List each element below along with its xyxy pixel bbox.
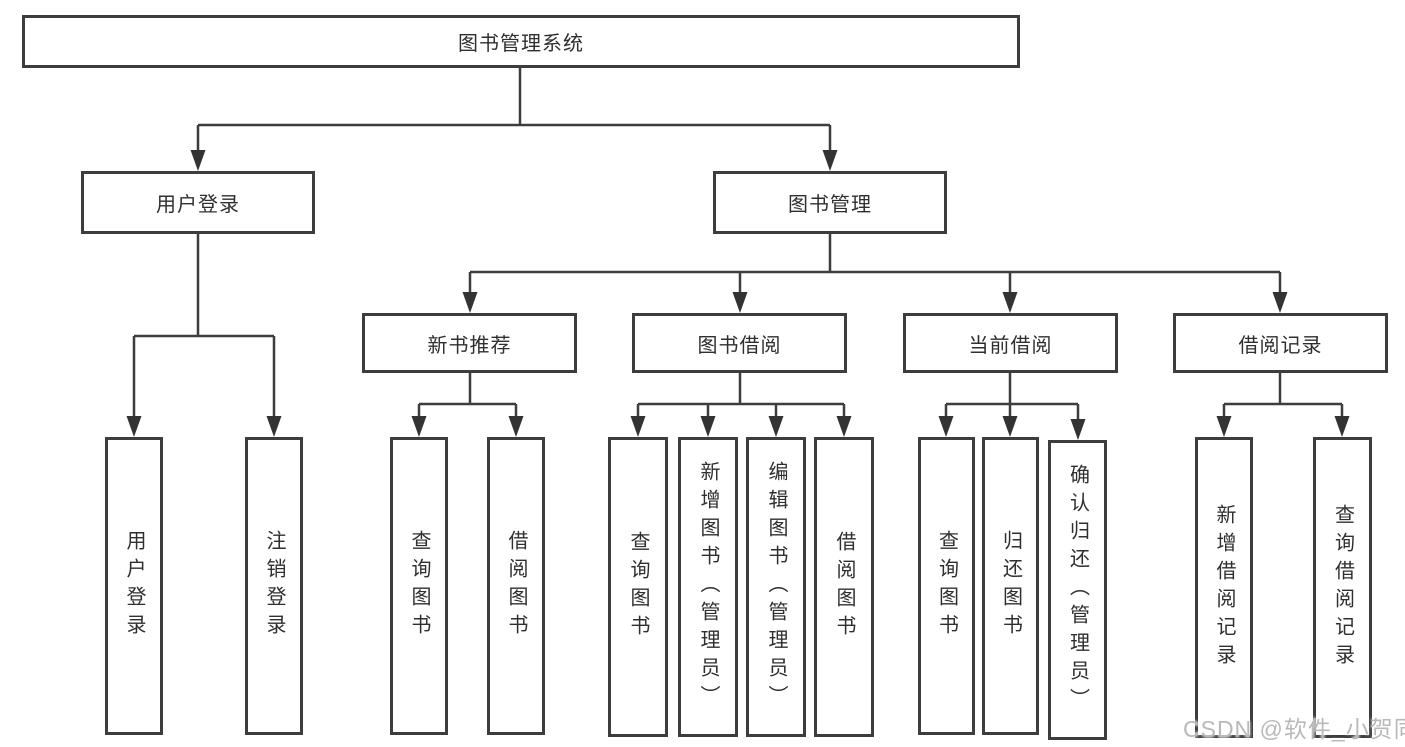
node-label: 查询借阅记录 <box>1331 503 1354 672</box>
leaf-return-books: 归还图书 <box>982 437 1039 735</box>
leaf-confirm-return-admin: 确认归还（管理员） <box>1048 440 1107 740</box>
node-label: 借阅图书 <box>833 531 855 643</box>
node-book-borrowing: 图书借阅 <box>632 313 847 373</box>
leaf-logout: 注销登录 <box>245 437 303 735</box>
node-new-book-recommend: 新书推荐 <box>362 313 577 373</box>
node-label: 确认归还（管理员） <box>1066 464 1089 716</box>
leaf-borrowing-borrow-books: 借阅图书 <box>814 437 874 737</box>
leaf-borrowing-query-books: 查询图书 <box>608 437 668 737</box>
node-label: 用户登录 <box>123 530 145 642</box>
leaf-query-borrow-record: 查询借阅记录 <box>1313 437 1372 738</box>
node-library-management-system: 图书管理系统 <box>22 15 1020 68</box>
node-label: 新增借阅记录 <box>1213 503 1235 672</box>
edge-records-to-leaves <box>1222 373 1344 419</box>
node-label: 借阅图书 <box>505 530 527 642</box>
leaf-add-borrow-record: 新增借阅记录 <box>1195 437 1253 738</box>
edge-borrowing-to-leaves <box>636 373 846 419</box>
node-label: 借阅记录 <box>1238 334 1323 357</box>
node-label: 新书推荐 <box>427 334 512 357</box>
node-label: 编辑图书（管理员） <box>765 461 787 713</box>
csdn-watermark: CSDN @软件_小贺同学 <box>1183 716 1405 742</box>
node-label: 当前借阅 <box>968 334 1053 357</box>
leaf-edit-book-admin: 编辑图书（管理员） <box>746 437 806 737</box>
edge-root-to-level2 <box>196 68 832 152</box>
leaf-add-book-admin: 新增图书（管理员） <box>678 437 738 737</box>
node-label: 用户登录 <box>156 194 240 216</box>
node-label: 图书管理系统 <box>458 33 584 55</box>
arrowheads <box>126 150 1350 440</box>
node-label: 新增图书（管理员） <box>697 461 719 713</box>
node-label: 图书管理 <box>788 194 872 216</box>
node-current-borrowing: 当前借阅 <box>903 313 1118 373</box>
node-borrowing-records: 借阅记录 <box>1173 313 1388 373</box>
edge-bookmgmt-to-level3 <box>468 234 1282 294</box>
node-label: 注销登录 <box>263 530 285 642</box>
leaf-user-login: 用户登录 <box>105 437 163 735</box>
node-label: 图书借阅 <box>697 334 782 357</box>
node-user-login: 用户登录 <box>81 171 315 234</box>
leaf-recommend-query-books: 查询图书 <box>390 437 448 735</box>
node-book-management: 图书管理 <box>713 171 947 234</box>
node-label: 查询图书 <box>935 530 958 642</box>
leaf-current-query-books: 查询图书 <box>918 437 975 735</box>
edge-userlogin-to-leaves <box>132 234 276 418</box>
node-label: 查询图书 <box>627 531 649 643</box>
edge-current-to-leaves <box>944 373 1080 422</box>
edge-recommend-to-leaves <box>417 373 518 419</box>
leaf-recommend-borrow-books: 借阅图书 <box>487 437 545 735</box>
node-label: 查询图书 <box>408 530 430 642</box>
node-label: 归还图书 <box>999 530 1022 642</box>
